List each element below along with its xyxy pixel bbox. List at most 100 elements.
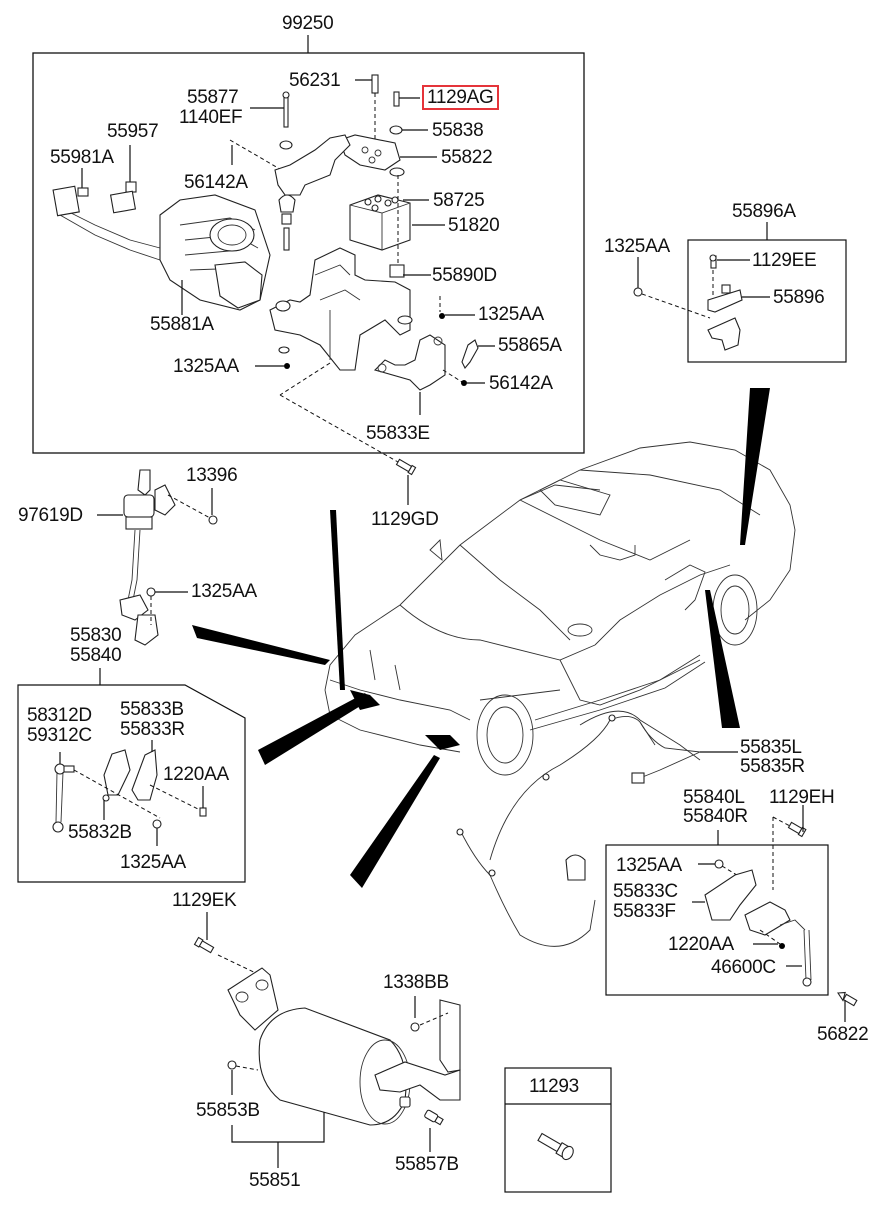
- nut-1325AA-icon: [146, 587, 156, 597]
- part-label-56822[interactable]: 56822: [817, 1024, 869, 1045]
- clip-55981A-icon: [77, 187, 89, 197]
- compressor-55881A-icon: [52, 185, 271, 311]
- part-label-1140EF[interactable]: 1140EF: [179, 107, 243, 128]
- pointer-wedge: [330, 510, 345, 690]
- part-label-97619D[interactable]: 97619D: [18, 505, 83, 526]
- part-label-56142A[interactable]: 56142A: [489, 373, 553, 394]
- bracket-55833C-icon: [704, 869, 757, 921]
- part-label-1325AA[interactable]: 1325AA: [173, 356, 239, 377]
- part-label-55896[interactable]: 55896: [773, 287, 825, 308]
- pointer-wedge: [192, 625, 330, 665]
- part-label-1129GD[interactable]: 1129GD: [371, 509, 439, 530]
- pointer-wedge: [350, 755, 440, 888]
- bolt-1129EH-icon: [787, 821, 807, 838]
- clip-55865A-icon: [461, 339, 479, 369]
- group-label-99250[interactable]: 99250: [282, 13, 334, 34]
- bolt-1129GD-icon: [395, 458, 417, 476]
- bolt-11293-icon: [537, 1132, 574, 1161]
- valve-block-51820-icon: [349, 194, 411, 251]
- part-label-1129EH[interactable]: 1129EH: [769, 787, 835, 808]
- clip-56822-icon: [837, 991, 858, 1007]
- part-label-1129EK[interactable]: 1129EK: [172, 890, 237, 911]
- part-label-58312D[interactable]: 58312D: [27, 705, 92, 726]
- part-label-1325AA[interactable]: 1325AA: [616, 855, 682, 876]
- height-sensor-97619D-icon: [119, 469, 176, 646]
- part-label-55838[interactable]: 55838: [432, 120, 484, 141]
- part-label-1325AA[interactable]: 1325AA: [604, 236, 670, 257]
- bolt-1129EE-icon: [709, 254, 717, 269]
- part-label-1325AA[interactable]: 1325AA: [120, 852, 186, 873]
- pointer-wedge: [740, 388, 770, 545]
- group-box-55830: [17, 684, 246, 883]
- part-label-55857B[interactable]: 55857B: [395, 1154, 459, 1175]
- bolt-56142A-icon: [461, 380, 467, 386]
- bolt-1220AA-icon: [779, 943, 785, 949]
- sensor-55833B-icon: [103, 749, 131, 796]
- part-label-55881A[interactable]: 55881A: [150, 314, 214, 335]
- nut-55853B-icon: [227, 1060, 237, 1070]
- group-box-11293: [504, 1067, 612, 1193]
- nut-1325AA-icon: [284, 363, 290, 369]
- part-label-55832B[interactable]: 55832B: [68, 822, 132, 843]
- sensor-55896-icon: [707, 289, 743, 313]
- nut-1338BB-icon: [410, 1022, 420, 1032]
- group-box-55840L: [605, 844, 829, 996]
- clip-55957-icon: [125, 181, 137, 193]
- part-label-1338BB[interactable]: 1338BB: [383, 972, 449, 993]
- part-label-55830[interactable]: 55830: [70, 625, 122, 646]
- group-label-11293[interactable]: 11293: [529, 1076, 579, 1097]
- part-label-55833F[interactable]: 55833F: [613, 901, 676, 922]
- part-label-55840R[interactable]: 55840R: [683, 806, 748, 827]
- part-label-55890D[interactable]: 55890D: [432, 265, 497, 286]
- part-label-55853B[interactable]: 55853B: [196, 1100, 260, 1121]
- nut-1325AA-icon: [152, 819, 162, 829]
- part-label-55840L[interactable]: 55840L: [683, 787, 745, 808]
- plate-55822-icon: [339, 134, 401, 171]
- part-label-55833E[interactable]: 55833E: [366, 423, 430, 444]
- nut-13396-icon: [208, 515, 218, 525]
- part-label-13396[interactable]: 13396: [186, 465, 238, 486]
- part-label-51820[interactable]: 51820: [448, 215, 500, 236]
- bolt-1129EK-icon: [193, 936, 215, 954]
- part-label-58725[interactable]: 58725: [433, 190, 485, 211]
- wire-harness-55835-icon: [456, 714, 701, 947]
- part-label-55865A[interactable]: 55865A: [498, 335, 562, 356]
- part-label-55833C[interactable]: 55833C: [613, 881, 678, 902]
- nut-1325AA-icon: [714, 859, 724, 869]
- bracket-55890D-icon: [269, 247, 413, 371]
- part-label-1129AG-highlighted[interactable]: 1129AG: [422, 85, 499, 110]
- group-label-55896A[interactable]: 55896A: [732, 201, 796, 222]
- nut-1325AA-icon: [439, 313, 445, 319]
- part-label-1220AA[interactable]: 1220AA: [163, 764, 229, 785]
- part-label-59312C[interactable]: 59312C: [27, 725, 92, 746]
- part-label-55835R[interactable]: 55835R: [740, 756, 805, 777]
- part-label-55822[interactable]: 55822: [441, 147, 493, 168]
- part-label-55877[interactable]: 55877: [187, 87, 239, 108]
- part-label-55840[interactable]: 55840: [70, 645, 122, 666]
- bolt-1129AG-icon: [393, 91, 420, 107]
- part-label-56142A[interactable]: 56142A: [184, 172, 248, 193]
- nut-1325AA-icon: [633, 287, 643, 297]
- bracket-55896-icon: [707, 317, 741, 351]
- fitting-55857B-icon: [424, 1109, 444, 1126]
- plate-55833E-icon: [373, 334, 446, 391]
- part-label-55851[interactable]: 55851: [249, 1170, 301, 1191]
- reservoir-55851-icon: [227, 967, 461, 1126]
- part-label-1325AA[interactable]: 1325AA: [478, 304, 544, 325]
- part-label-1129EE[interactable]: 1129EE: [752, 250, 817, 271]
- part-label-55981A[interactable]: 55981A: [50, 147, 114, 168]
- part-label-55835L[interactable]: 55835L: [740, 737, 802, 758]
- part-label-1220AA[interactable]: 1220AA: [668, 934, 734, 955]
- pointer-wedge: [705, 590, 740, 728]
- part-label-55833B[interactable]: 55833B: [120, 699, 184, 720]
- part-label-56231[interactable]: 56231: [289, 70, 341, 91]
- part-label-1325AA[interactable]: 1325AA: [191, 581, 257, 602]
- part-label-46600C[interactable]: 46600C: [711, 957, 776, 978]
- part-label-55833R[interactable]: 55833R: [120, 719, 185, 740]
- bolt-1220AA-icon: [199, 807, 207, 817]
- pointer-wedge: [258, 693, 370, 765]
- link-58312D-icon: [52, 763, 75, 833]
- part-label-55957[interactable]: 55957: [107, 121, 159, 142]
